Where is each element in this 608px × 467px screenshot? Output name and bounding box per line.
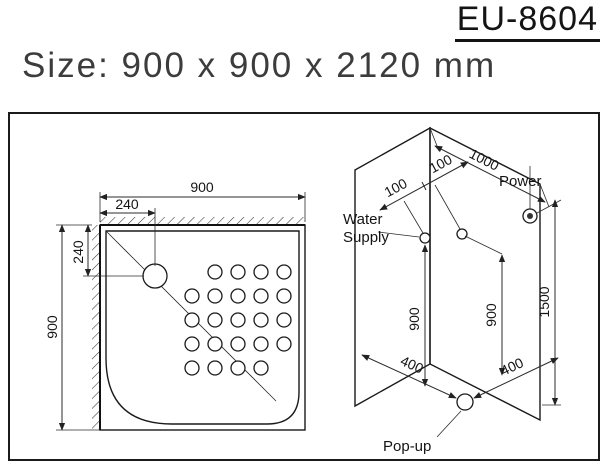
dim-text-top-900: 900 bbox=[190, 179, 214, 195]
dim-drain-240-y: 240 bbox=[70, 224, 144, 277]
power-point: Power bbox=[499, 166, 542, 224]
drain-holes-pattern bbox=[184, 264, 292, 376]
water-supply-icon-left bbox=[419, 232, 431, 244]
wall-hatch-left bbox=[92, 225, 100, 430]
dim-text-left-900: 900 bbox=[44, 315, 60, 339]
dim-drain-240-x: 240 bbox=[99, 196, 156, 266]
popup-drain: 400 400 Pop-up bbox=[361, 352, 559, 455]
dim-text-1000: 1000 bbox=[467, 145, 502, 173]
dim-100-100: 100 100 bbox=[379, 151, 469, 234]
top-view: 900 240 240 900 bbox=[44, 179, 306, 431]
dim-text-100-right: 100 bbox=[427, 151, 455, 176]
dim-text-240-y: 240 bbox=[70, 240, 86, 264]
dim-900-right: 900 bbox=[464, 235, 506, 376]
drain-circle bbox=[142, 263, 168, 289]
drawing-frame: 900 240 240 900 bbox=[8, 112, 600, 461]
technical-drawing: 900 240 240 900 bbox=[44, 126, 562, 455]
dim-text-900-left: 900 bbox=[406, 307, 422, 331]
dim-top-900: 900 bbox=[99, 179, 306, 222]
model-number: EU-8604 bbox=[454, 1, 600, 42]
dim-text-240-x: 240 bbox=[115, 196, 139, 212]
water-supply-points: Water Supply bbox=[343, 211, 468, 246]
power-label: Power bbox=[499, 173, 542, 190]
water-supply-label-line2: Supply bbox=[343, 229, 389, 246]
dim-text-1500: 1500 bbox=[536, 286, 552, 317]
popup-label: Pop-up bbox=[383, 438, 431, 455]
iso-view: 1000 100 100 Power bbox=[343, 126, 562, 455]
water-supply-label-line1: Water bbox=[343, 211, 382, 228]
tray-outline bbox=[105, 230, 300, 425]
water-supply-icon-right bbox=[456, 228, 468, 240]
water-supply-leader-line bbox=[377, 231, 420, 238]
dim-left-900: 900 bbox=[44, 224, 100, 431]
dim-text-900-right: 900 bbox=[483, 303, 499, 327]
popup-leader-line bbox=[436, 410, 462, 438]
popup-drain-icon bbox=[456, 393, 474, 411]
size-label: Size: 900 x 900 x 2120 mm bbox=[22, 46, 497, 85]
wall-hatch-top bbox=[100, 217, 305, 225]
